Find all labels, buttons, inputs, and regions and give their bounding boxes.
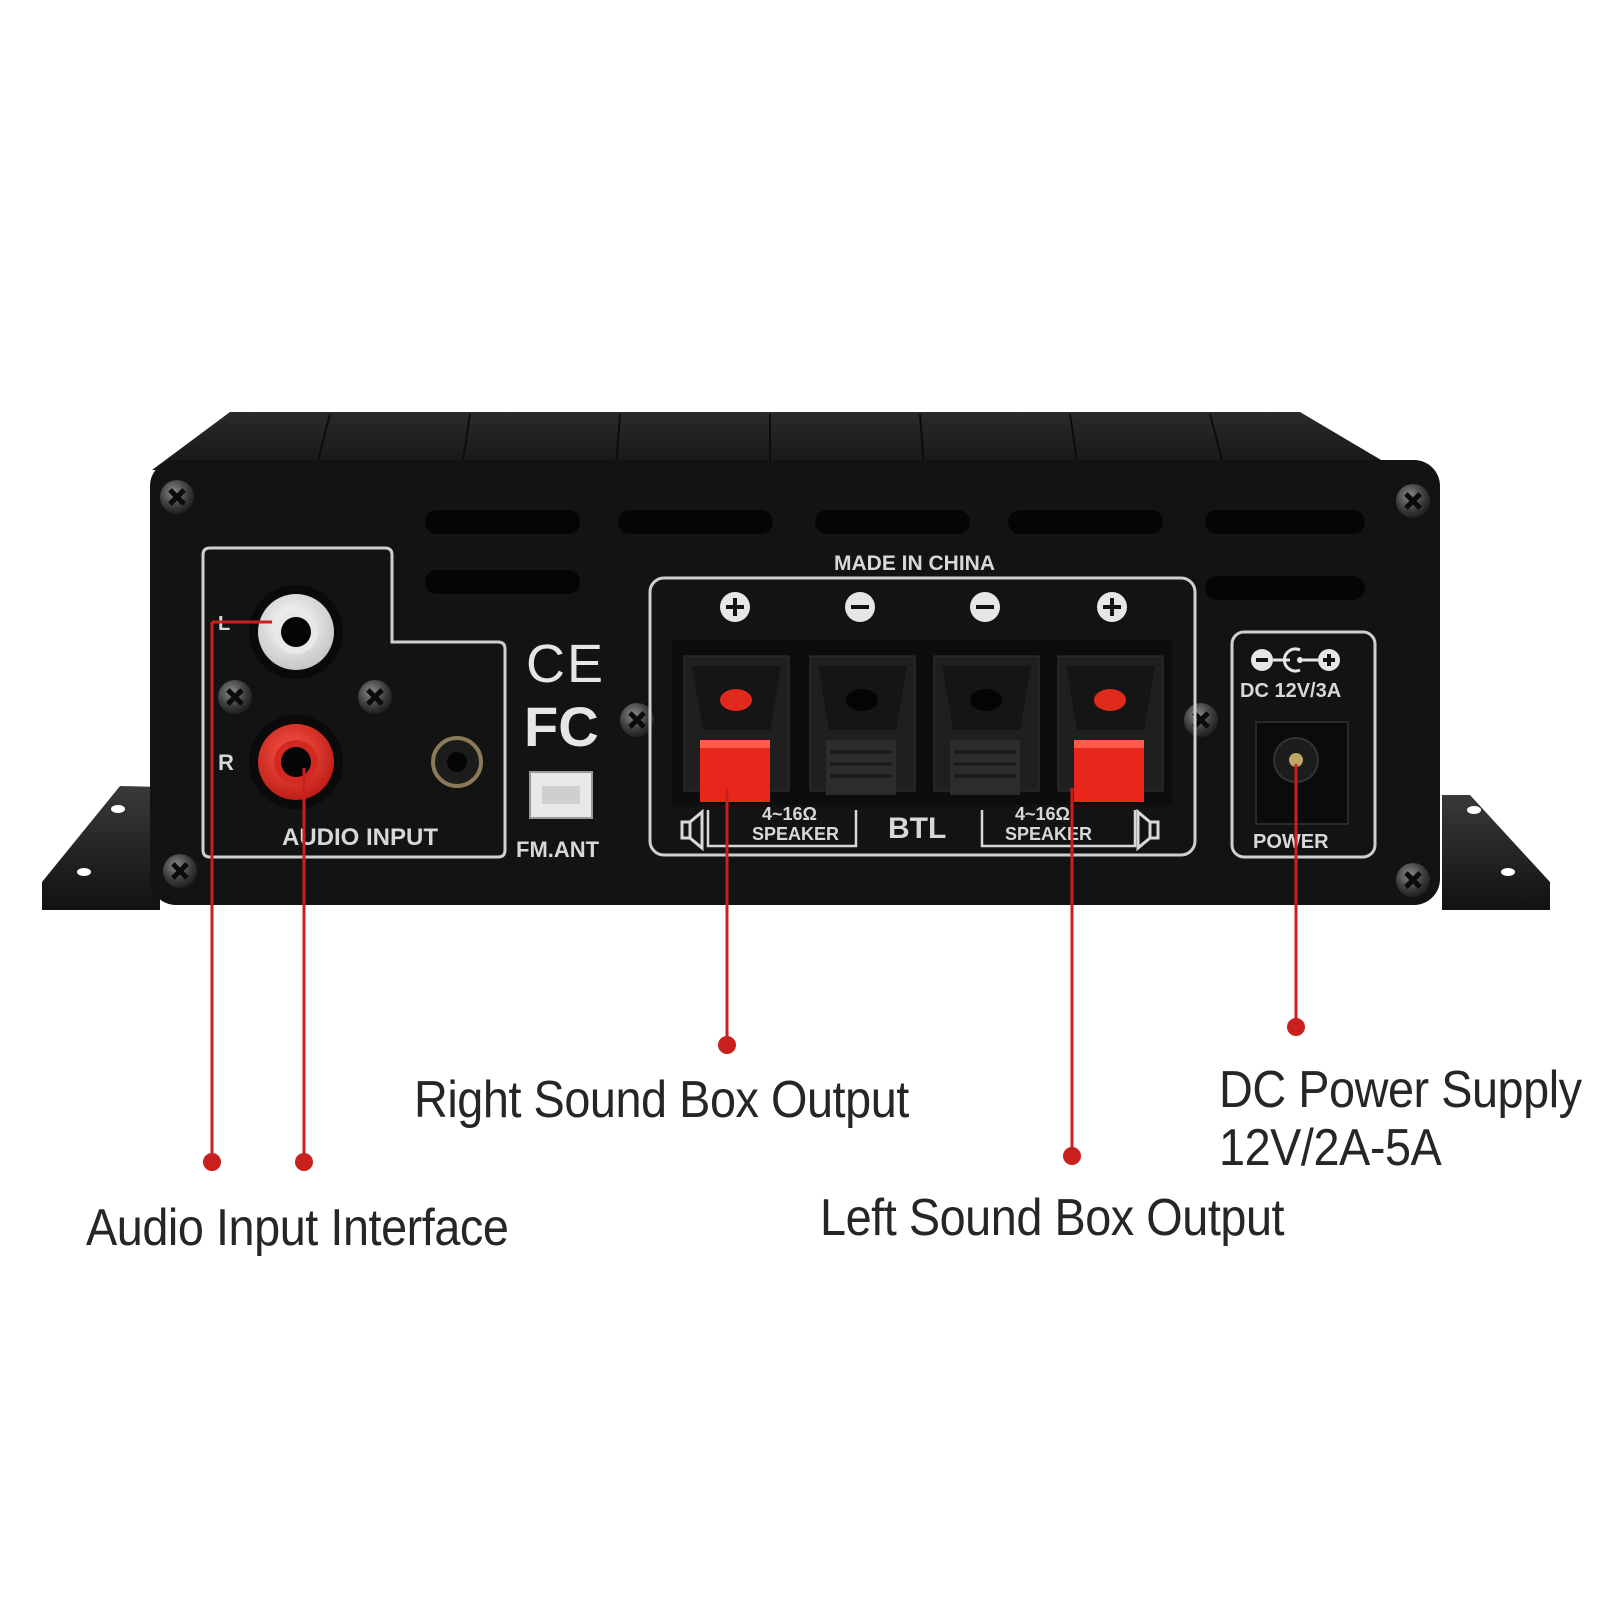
callout-dc-supply-line1: DC Power Supply xyxy=(1219,1061,1582,1119)
mounting-flange-right xyxy=(1442,795,1550,910)
screw-icon xyxy=(1396,484,1430,518)
rca-jack-right[interactable] xyxy=(249,715,343,809)
screw-icon xyxy=(160,480,194,514)
speaker-word-2: SPEAKER xyxy=(1005,824,1092,844)
speaker-rating-2: 4~16Ω xyxy=(1015,804,1070,824)
callout-left-output: Left Sound Box Output xyxy=(820,1189,1285,1247)
speaker-terminal-right-minus[interactable] xyxy=(809,655,916,795)
audio-input-label: AUDIO INPUT xyxy=(282,824,438,851)
polarity-plus-1 xyxy=(720,592,750,622)
screw-icon xyxy=(1184,703,1218,737)
speaker-icon xyxy=(1136,808,1160,852)
fm-ant-label: FM.ANT xyxy=(516,837,600,862)
speaker-bracket-left xyxy=(980,810,1137,848)
polarity-plus-2 xyxy=(1097,592,1127,622)
power-label: POWER xyxy=(1253,831,1329,853)
rca-left-label: L xyxy=(218,613,230,635)
fm-connector[interactable] xyxy=(529,771,593,819)
speaker-bracket-right xyxy=(706,810,858,848)
power-section-outline xyxy=(1230,630,1377,859)
fm-antenna-jack[interactable] xyxy=(431,736,483,788)
screw-icon xyxy=(1396,863,1430,897)
callout-right-output: Right Sound Box Output xyxy=(414,1071,909,1129)
audio-input-outline xyxy=(201,546,507,859)
speaker-terminal-left-plus[interactable] xyxy=(1057,655,1164,802)
callout-audio-input-interface: Audio Input Interface xyxy=(86,1199,509,1257)
speaker-icon xyxy=(680,808,704,852)
rca-jack-left[interactable] xyxy=(249,585,343,679)
speaker-terminal-right-plus[interactable] xyxy=(683,655,790,802)
rca-right-label: R xyxy=(218,750,234,775)
dc-polarity-icon xyxy=(1251,647,1340,673)
callout-leaders xyxy=(203,620,1305,1171)
polarity-minus-2 xyxy=(970,592,1000,622)
fc-mark-icon: FC xyxy=(524,695,599,758)
case-top xyxy=(152,412,1398,470)
polarity-minus-1 xyxy=(845,592,875,622)
speaker-word-1: SPEAKER xyxy=(752,824,839,844)
dc-power-jack[interactable] xyxy=(1255,721,1349,825)
callout-dc-supply-line2: 12V/2A-5A xyxy=(1219,1119,1442,1177)
speaker-terminal-block xyxy=(672,640,1172,805)
speaker-terminal-left-minus[interactable] xyxy=(933,655,1040,795)
screw-icon xyxy=(358,680,392,714)
screw-icon xyxy=(218,680,252,714)
speaker-rating-1: 4~16Ω xyxy=(762,804,817,824)
vent-slots xyxy=(425,510,1365,600)
ce-mark-icon: CE xyxy=(526,634,605,694)
mounting-flange-left xyxy=(42,786,160,910)
made-in-label: MADE IN CHINA xyxy=(834,552,995,575)
btl-label: BTL xyxy=(888,812,946,845)
screw-icon xyxy=(163,854,197,888)
dc-rating-label: DC 12V/3A xyxy=(1240,680,1341,702)
speaker-section-outline xyxy=(648,576,1197,857)
